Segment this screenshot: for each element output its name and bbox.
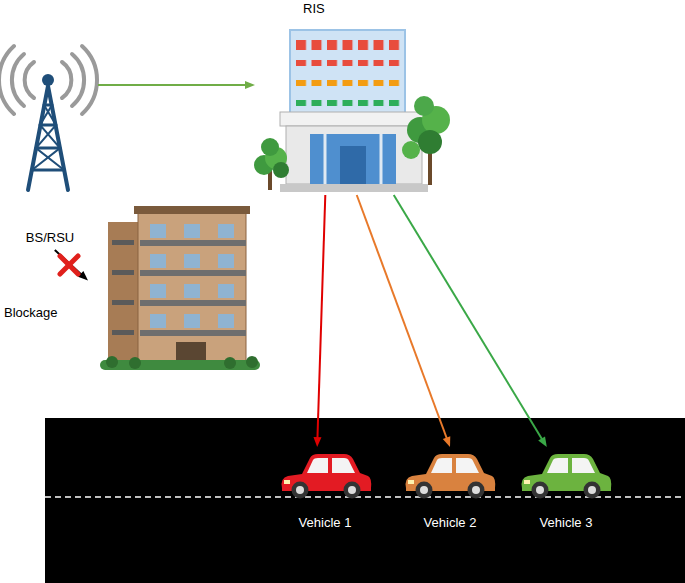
arrow-line xyxy=(317,195,325,439)
ris-building xyxy=(254,30,450,192)
base-station-node: BS/RSU xyxy=(2,55,98,250)
red-car xyxy=(282,454,372,499)
arrow-head xyxy=(245,81,255,89)
arrow-line xyxy=(55,250,82,275)
node-label: RIS xyxy=(303,1,325,17)
vehicle-node: Vehicle 3 xyxy=(518,447,614,537)
orange-car xyxy=(406,454,496,499)
base-station-tower xyxy=(0,46,97,190)
vehicle-node: Vehicle 2 xyxy=(400,447,500,537)
blockage-building xyxy=(100,206,260,370)
node-label: Vehicle 2 xyxy=(424,515,477,531)
node-label: Vehicle 1 xyxy=(299,515,352,531)
arrow-line xyxy=(98,84,247,86)
node-label: Vehicle 3 xyxy=(540,515,593,531)
signal-arrow xyxy=(55,250,88,281)
green-car xyxy=(522,454,612,499)
arrow-head xyxy=(313,437,321,447)
signal-arrow xyxy=(357,195,451,447)
arrow-line xyxy=(357,195,447,439)
road xyxy=(45,418,685,583)
node-label: BS/RSU xyxy=(26,230,74,246)
blocked-cross xyxy=(60,256,78,274)
blockage-node: Blockage xyxy=(88,205,268,385)
ris-node: RIS xyxy=(255,0,440,195)
node-label: Blockage xyxy=(4,305,57,321)
vehicle-node: Vehicle 1 xyxy=(276,447,374,537)
signal-arrow xyxy=(313,195,325,447)
arrow-line xyxy=(394,195,543,440)
arrow-head xyxy=(538,436,547,447)
signal-arrow xyxy=(98,81,255,89)
signal-arrow xyxy=(394,195,547,447)
arrow-head xyxy=(443,436,451,447)
